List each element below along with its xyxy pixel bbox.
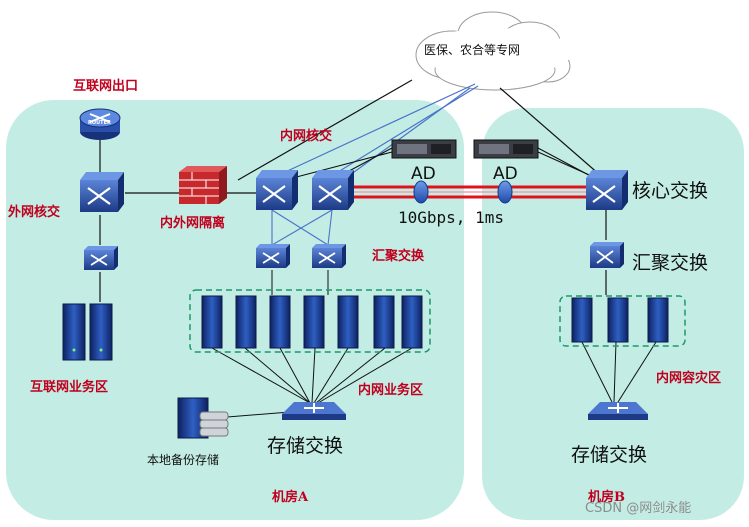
inner-biz-label: 内网业务区 <box>358 383 424 398</box>
link-speed-label: 10Gbps, 1ms <box>398 208 504 227</box>
cloud-label: 医保、农合等专网 <box>424 43 521 57</box>
cloud-links <box>267 83 479 181</box>
outer-core-label: 外网核交 <box>8 205 61 220</box>
agg-b-label: 汇聚交换 <box>632 252 709 274</box>
inter-room-link <box>350 185 592 199</box>
outer-core-switch-icon <box>80 172 124 212</box>
inner-core-switch-2-icon <box>312 170 354 210</box>
agg-a-label: 汇聚交换 <box>372 249 425 264</box>
agg-server-links <box>271 270 329 295</box>
room-b-core-switch-icon <box>586 170 628 210</box>
ad-link-marker-left <box>413 180 429 204</box>
dr-servers-icon <box>571 297 669 343</box>
core-b-label: 核心交换 <box>632 180 709 202</box>
ad-appliance-b-icon <box>473 139 539 159</box>
agg-switch-b-icon <box>590 242 624 268</box>
core-agg-mesh <box>271 209 333 246</box>
ad-link-marker-right <box>497 180 513 204</box>
ad-left-label: AD <box>411 164 436 184</box>
storage-switch-a-icon <box>282 402 346 420</box>
private-network-cloud <box>415 11 573 91</box>
backup-storage-icon <box>177 397 229 439</box>
storage-b-label: 存储交换 <box>571 444 648 466</box>
room-b-label: 机房B <box>588 490 625 505</box>
ad-appliance-links <box>284 147 599 181</box>
agg-switch-a2-icon <box>312 244 346 268</box>
ad-appliance-a-icon <box>391 139 457 159</box>
internet-servers-icon <box>62 303 113 361</box>
room-a-label: 机房A <box>272 490 309 505</box>
inner-servers-icon <box>201 295 423 349</box>
inner-core-switch-1-icon <box>256 170 298 210</box>
dr-zone-label: 内网容灾区 <box>656 371 722 386</box>
cloud-to-core-b <box>237 79 601 181</box>
watermark: CSDN @网剑永能 <box>585 501 692 516</box>
router-text: ROUTER <box>88 120 111 126</box>
storage-a-label: 存储交换 <box>267 435 344 457</box>
internet-exit-label: 互联网出口 <box>73 79 139 94</box>
storage-a-fan <box>211 347 413 419</box>
dr-server-group-box <box>559 295 686 347</box>
backup-storage-label: 本地备份存储 <box>147 453 220 467</box>
ad-right-label: AD <box>493 164 518 184</box>
firewall-icon <box>179 166 227 204</box>
outer-agg-switch-icon <box>84 246 118 270</box>
storage-switch-b-icon <box>588 402 648 420</box>
inner-core-label: 内网核交 <box>280 129 333 144</box>
router-icon <box>79 108 121 140</box>
inner-server-group-box <box>189 289 431 353</box>
internet-biz-label: 互联网业务区 <box>30 380 109 395</box>
firewall-label: 内外网隔离 <box>160 216 226 231</box>
agg-switch-a1-icon <box>256 244 290 268</box>
storage-b-fan <box>581 341 657 403</box>
